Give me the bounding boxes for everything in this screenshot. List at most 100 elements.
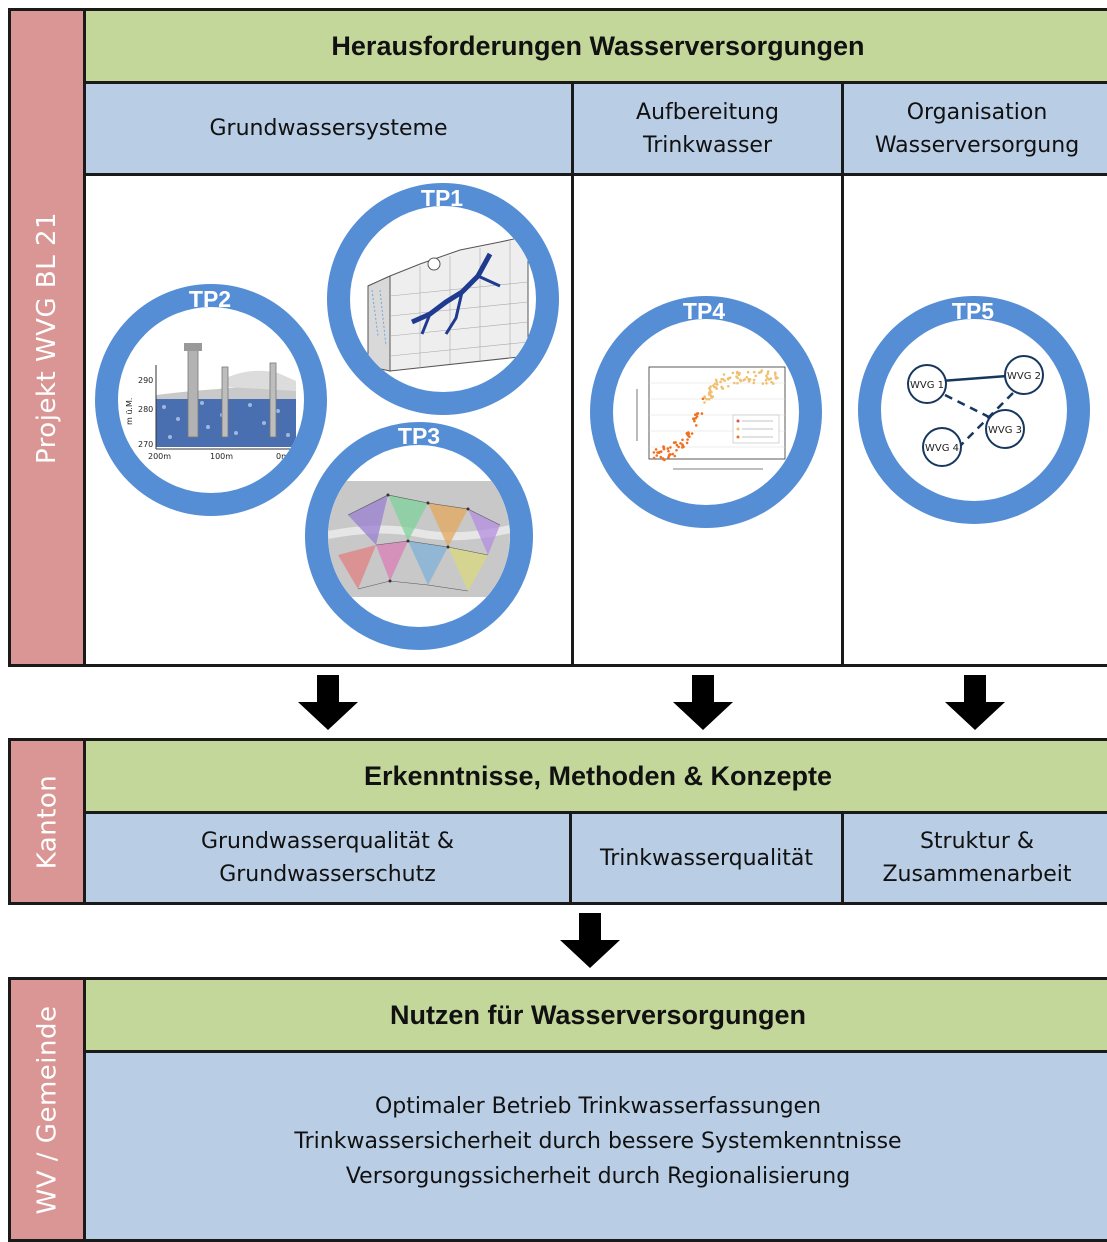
tp4-scatter-point <box>769 377 773 380</box>
arrow-down-1 <box>298 675 358 730</box>
tp4-scatter-point <box>671 452 674 456</box>
tp4-scatter-point <box>667 449 670 453</box>
tp2-ytick-280: 280 <box>138 405 153 414</box>
wvg1-node <box>907 364 947 404</box>
tp4-scatter-point <box>709 394 713 397</box>
tp4-scatter-point <box>758 371 761 374</box>
findings-col-drinkingwater: Trinkwasserqualität <box>569 811 844 905</box>
tp4-ring <box>590 296 822 528</box>
tp4-scatter-point <box>738 371 741 375</box>
challenges-col-groundwater: Grundwassersysteme <box>83 81 574 176</box>
tp4-scatter-point <box>654 448 658 451</box>
tp1-ring <box>327 183 559 415</box>
tp4-scatter-point <box>716 383 719 386</box>
tp4-scatter-point <box>715 380 719 384</box>
tp4-scatter-point <box>687 434 690 437</box>
tp4-scatter-point <box>687 431 690 434</box>
tp4-scatter-point <box>727 384 730 388</box>
tp4-label: TP4 <box>682 298 726 324</box>
tp4-scatter-point <box>712 385 716 389</box>
tp4-scatter-point <box>694 413 697 416</box>
tp4-scatter-point <box>662 447 666 451</box>
tp1-karst-figure <box>367 235 529 372</box>
tp4-scatter-point <box>765 382 768 385</box>
arrow-down-4 <box>560 913 620 968</box>
tp4-scatter-point <box>685 441 689 445</box>
tp5-label: TP5 <box>951 298 995 324</box>
wvg3-node <box>985 409 1025 449</box>
arrow-down-2 <box>673 675 733 730</box>
challenges-title: Herausforderungen Wasserversorgungen <box>83 8 1107 84</box>
tp4-scatter-point <box>652 451 656 454</box>
tp4-scatter-point <box>728 376 731 380</box>
tp4-scatter-point <box>667 456 670 459</box>
tp4-scatter-point <box>679 442 682 445</box>
tp2-ring: m ü.M. 290 280 270 200m 100m 0m <box>95 284 327 516</box>
tp4-scatter-point <box>677 445 680 449</box>
findings-col-groundwater: Grundwasserqualität & Grundwasserschutz <box>83 811 572 905</box>
canton-side-label: Kanton <box>8 738 86 905</box>
tp4-scatter-point <box>746 370 750 374</box>
tp4-scatter-point <box>722 373 726 376</box>
tp4-scatter-point <box>736 371 739 375</box>
tp5-ring: WVG 1 WVG 2 WVG 3 WVG 4 <box>858 296 1090 524</box>
community-label-text: WV / Gemeinde <box>32 1005 63 1214</box>
tp4-scatter-point <box>694 424 698 427</box>
tp4-scatter-point <box>710 390 713 394</box>
tp2-cross-section-figure: m ü.M. 290 280 270 200m 100m 0m <box>125 343 300 461</box>
tp4-breakthrough-figure <box>636 366 786 470</box>
tp4-scatter-point <box>695 412 699 415</box>
benefits-title: Nutzen für Wasserversorgungen <box>83 977 1107 1053</box>
tp4-scatter-point <box>666 447 670 450</box>
tp4-scatter-point <box>736 381 739 385</box>
wvg4-node <box>922 427 962 467</box>
wvg2-label: WVG 2 <box>1007 371 1041 382</box>
tp4-scatter-point <box>708 386 711 390</box>
challenges-col-organisation: Organisation Wasserversorgung <box>841 81 1107 176</box>
tp4-scatter-point <box>713 382 717 386</box>
canton-label-text: Kanton <box>32 774 62 869</box>
tp2-ylabel: m ü.M. <box>125 398 134 425</box>
tp4-scatter-point <box>770 380 773 384</box>
tp4-scatter-point <box>765 374 768 378</box>
tp4-scatter-point <box>675 443 679 447</box>
tp4-scatter-point <box>745 376 749 379</box>
tp4-scatter-point <box>673 454 677 458</box>
arrow-down-3 <box>945 675 1005 730</box>
tp4-scatter-point <box>705 397 708 401</box>
tp4-scatter-point <box>656 451 659 454</box>
tp4-scatter-point <box>752 381 756 385</box>
tp4-scatter-point <box>672 441 676 444</box>
tp4-scatter-point <box>714 378 718 382</box>
tp4-scatter-point <box>715 387 718 390</box>
tp4-scatter-point <box>747 379 751 383</box>
tp4-scatter-point <box>658 450 661 454</box>
tp4-scatter-point <box>681 443 684 446</box>
tp4-scatter-point <box>655 454 659 457</box>
tp4-scatter-point <box>761 382 765 385</box>
tp4-scatter-point <box>703 401 706 404</box>
tp3-label: TP3 <box>397 423 441 449</box>
benefit-line-1: Optimaler Betrieb Trinkwasserfassungen <box>374 1093 822 1119</box>
tp4-scatter-point <box>760 369 764 372</box>
tp4-scatter-point <box>652 456 656 460</box>
tp4-scatter-point <box>661 457 665 460</box>
community-side-label: WV / Gemeinde <box>8 977 86 1242</box>
tp4-scatter-point <box>707 397 711 401</box>
tp4-scatter-point <box>694 416 697 420</box>
tp4-scatter-point <box>766 370 770 373</box>
tp4-scatter-point <box>708 391 711 394</box>
tp4-scatter-point <box>711 395 715 398</box>
wvg3-label: WVG 3 <box>988 425 1022 436</box>
tp3-ring <box>305 422 533 650</box>
benefit-line-3: Versorgungssicherheit durch Regionalisie… <box>345 1163 851 1189</box>
challenges-col-treatment: Aufbereitung Trinkwasser <box>571 81 844 176</box>
tp4-scatter-point <box>764 378 768 382</box>
tp4-scatter-point <box>774 377 778 380</box>
tp4-scatter-point <box>743 378 747 381</box>
findings-title: Erkenntnisse, Methoden & Konzepte <box>83 738 1107 814</box>
tp5-network-figure: WVG 1 WVG 2 WVG 3 WVG 4 <box>907 355 1044 467</box>
tp4-scatter-point <box>681 438 684 442</box>
wvg1-label: WVG 1 <box>910 380 944 391</box>
tp4-scatter-point <box>693 419 696 423</box>
